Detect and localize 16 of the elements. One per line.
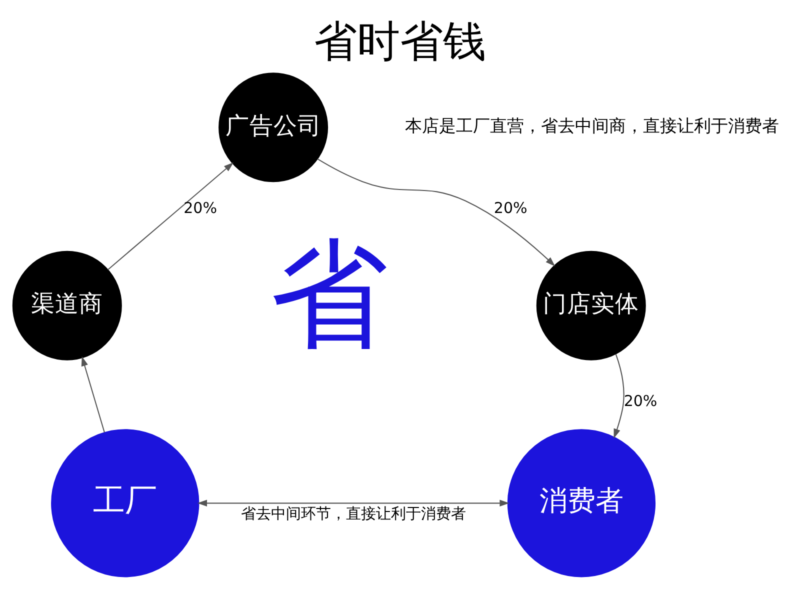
edge-label: 20% (624, 392, 658, 410)
node-circle: 广告公司 (218, 72, 328, 182)
edge-label: 20% (184, 198, 217, 217)
arrow (317, 158, 556, 266)
label: 本店是工厂直营，省去中间商，直接让利于消费者 (405, 116, 780, 136)
arrow (197, 500, 510, 507)
arrow (614, 354, 624, 439)
node-circle: 渠道商 (12, 250, 122, 360)
arrow (108, 162, 234, 270)
arrow (81, 356, 105, 432)
diagram-title: 省时省钱 (314, 16, 486, 67)
node-circle: 工厂 (51, 429, 200, 578)
label: 省 (270, 225, 388, 364)
edge-label: 省去中间环节，直接让利于消费者 (240, 504, 466, 522)
edge-label: 20% (494, 198, 528, 217)
node-circle: 门店实体 (536, 250, 646, 360)
